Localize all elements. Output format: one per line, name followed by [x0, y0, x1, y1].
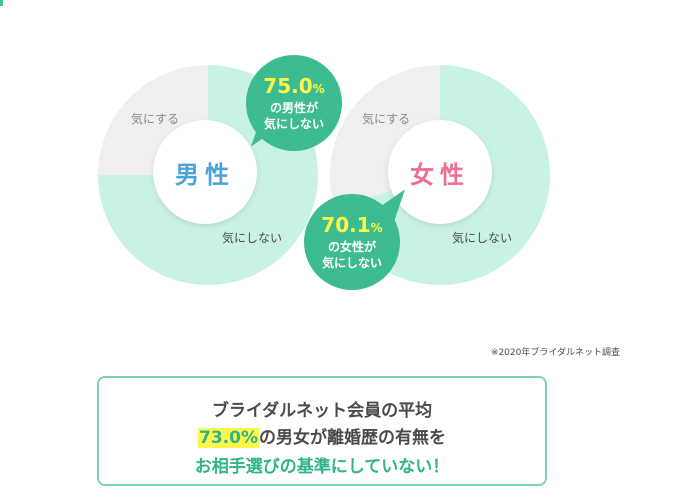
summary-line-2: 73.0%の男女が離婚歴の有無を [99, 423, 545, 448]
callout-unit-male: % [312, 81, 325, 96]
top-accent-bar [0, 0, 3, 6]
source-note: ※2020年ブライダルネット調査 [490, 348, 620, 358]
callout-line1-female: の女性が [327, 239, 376, 254]
callout-line2-male: 気にしない [263, 116, 324, 131]
callout-bubble-male: 75.0% の男性が 気にしない [246, 55, 342, 151]
summary-highlight: 73.0% [198, 428, 259, 448]
summary-line-2-rest: の男女が離婚歴の有無を [258, 428, 446, 448]
slice-label-male-notcare: 気にしない [222, 231, 283, 245]
callout-percent-male: 75.0 [263, 73, 313, 98]
callout-line2-female: 気にしない [321, 255, 382, 270]
center-disc-female: 女性 [388, 120, 492, 224]
callout-unit-female: % [370, 220, 383, 235]
slice-label-female-care: 気にする [362, 112, 411, 126]
slice-label-female-notcare: 気にしない [452, 231, 513, 245]
center-disc-male: 男性 [153, 120, 257, 224]
summary-line-3: お相手選びの基準にしていない！ [194, 457, 450, 477]
summary-box: ブライダルネット会員の平均 73.0%の男女が離婚歴の有無を お相手選びの基準に… [97, 376, 547, 486]
slice-label-male-care: 気にする [131, 112, 180, 126]
callout-percent-female: 70.1 [321, 212, 371, 237]
center-label-female: 女性 [410, 160, 470, 189]
center-label-male: 男性 [175, 160, 235, 189]
callout-line1-male: の男性が [269, 100, 318, 115]
summary-line-1: ブライダルネット会員の平均 [211, 401, 433, 421]
callout-bubble-female: 70.1% の女性が 気にしない [304, 194, 400, 290]
